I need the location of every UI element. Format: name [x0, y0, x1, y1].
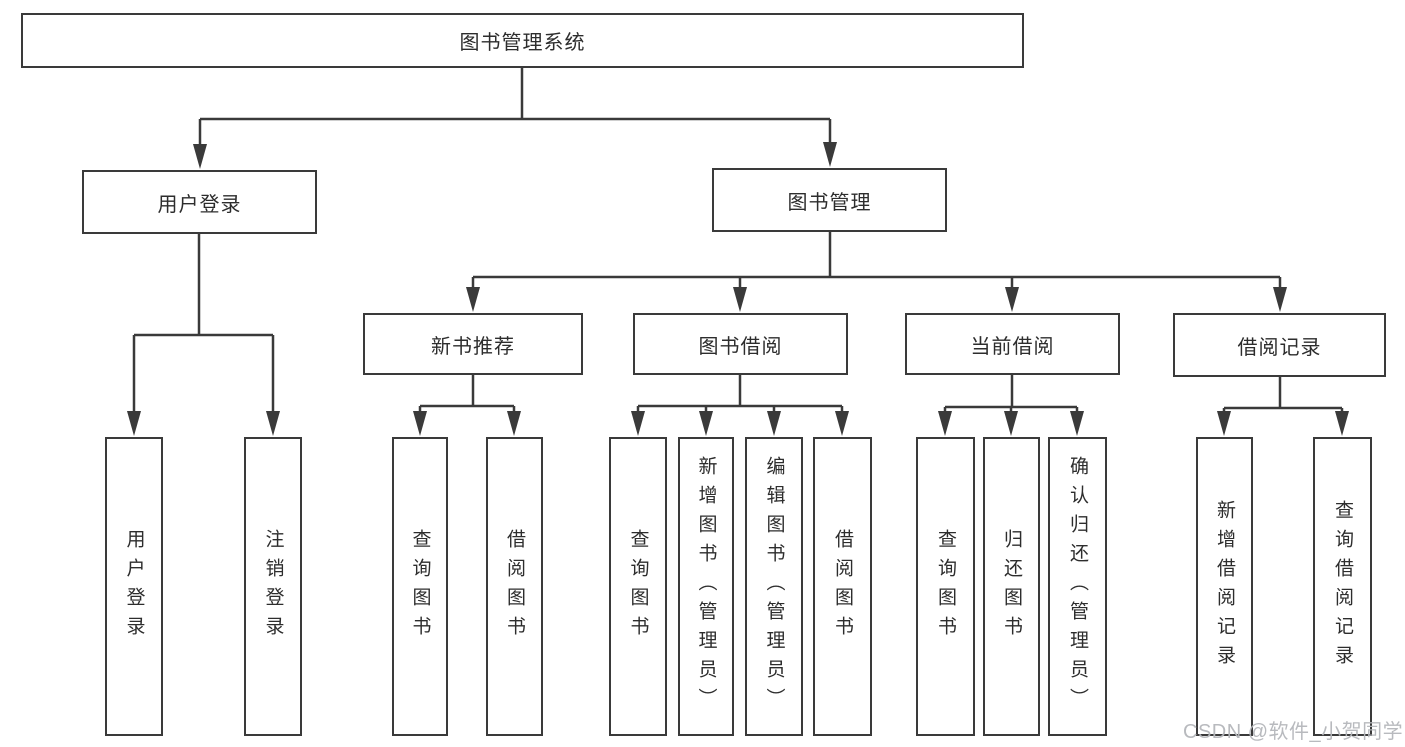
leaf-query-books-current-label: 查询图书 — [935, 528, 956, 645]
node-root-label: 图书管理系统 — [459, 32, 586, 54]
node-current-borrowing: 当前借阅 — [905, 313, 1120, 375]
node-new-book-recommend-label: 新书推荐 — [431, 335, 515, 358]
leaf-add-borrow-record: 新增借阅记录 — [1196, 437, 1253, 736]
node-borrow-records: 借阅记录 — [1173, 313, 1386, 377]
node-book-management: 图书管理 — [712, 168, 947, 232]
leaf-edit-books-admin-label: 编辑图书（管理员） — [763, 456, 785, 717]
csdn-watermark: CSDN @软件_小贺同学 — [1183, 721, 1404, 743]
leaf-query-books-recommend: 查询图书 — [392, 437, 448, 736]
leaf-add-books-admin: 新增图书（管理员） — [678, 437, 734, 736]
node-book-borrowing-label: 图书借阅 — [698, 335, 783, 358]
node-book-management-label: 图书管理 — [787, 191, 872, 214]
leaf-return-books: 归还图书 — [983, 437, 1040, 736]
leaf-confirm-return-admin: 确认归还（管理员） — [1048, 437, 1107, 736]
leaf-user-login-label: 用户登录 — [123, 528, 145, 645]
leaf-query-books-borrowing: 查询图书 — [609, 437, 667, 736]
node-new-book-recommend: 新书推荐 — [363, 313, 583, 375]
leaf-borrow-books-borrowing: 借阅图书 — [813, 437, 872, 736]
leaf-add-borrow-record-label: 新增借阅记录 — [1214, 499, 1235, 674]
node-current-borrowing-label: 当前借阅 — [970, 335, 1055, 358]
leaf-query-borrow-record-label: 查询借阅记录 — [1332, 499, 1353, 674]
leaf-edit-books-admin: 编辑图书（管理员） — [745, 437, 803, 736]
node-book-borrowing: 图书借阅 — [633, 313, 848, 375]
node-user-login: 用户登录 — [82, 170, 317, 234]
node-root: 图书管理系统 — [21, 13, 1024, 68]
leaf-query-books-borrowing-label: 查询图书 — [627, 528, 649, 645]
node-user-login-label: 用户登录 — [157, 193, 242, 216]
leaf-return-books-label: 归还图书 — [1001, 528, 1022, 645]
leaf-user-login: 用户登录 — [105, 437, 163, 736]
leaf-logout-label: 注销登录 — [262, 528, 284, 645]
node-borrow-records-label: 借阅记录 — [1237, 336, 1322, 359]
leaf-add-books-admin-label: 新增图书（管理员） — [695, 456, 717, 717]
leaf-query-books-recommend-label: 查询图书 — [409, 528, 431, 645]
leaf-query-borrow-record: 查询借阅记录 — [1313, 437, 1372, 736]
leaf-query-books-current: 查询图书 — [916, 437, 975, 736]
leaf-borrow-books-recommend-label: 借阅图书 — [504, 528, 525, 645]
leaf-logout: 注销登录 — [244, 437, 302, 736]
leaf-borrow-books-borrowing-label: 借阅图书 — [832, 528, 853, 645]
leaf-confirm-return-admin-label: 确认归还（管理员） — [1067, 456, 1088, 717]
leaf-borrow-books-recommend: 借阅图书 — [486, 437, 543, 736]
